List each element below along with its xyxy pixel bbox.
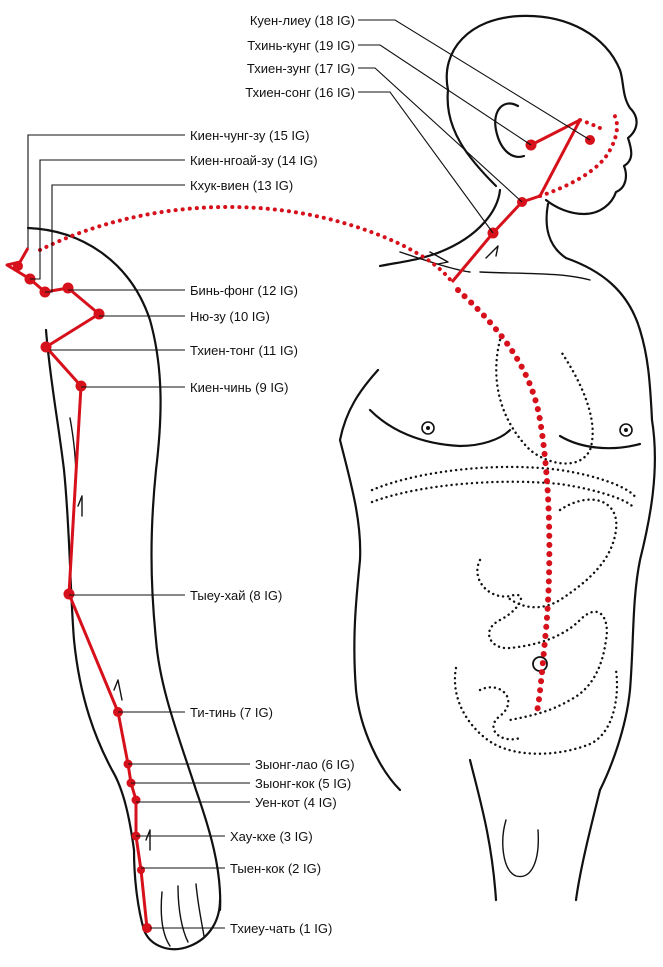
- label-17: Тхиен-зунг (17 IG): [247, 61, 355, 76]
- right-nipple: [619, 423, 633, 437]
- arm-inner: [44, 328, 136, 852]
- stomach-outline: [504, 498, 618, 609]
- label-3: Хау-кхе (3 IG): [230, 829, 313, 844]
- label-1: Тхиеу-чать (1 IG): [230, 921, 332, 936]
- leader-18: [358, 19, 591, 141]
- genitals: [502, 819, 539, 878]
- point-9: [75, 380, 87, 392]
- point-1: [142, 923, 152, 933]
- label-18: Куен-лиеу (18 IG): [250, 13, 355, 28]
- label-9: Киен-чинь (9 IG): [190, 380, 288, 395]
- diaphragm-line: [370, 465, 638, 500]
- leader-13: [45, 184, 185, 293]
- point-10: [93, 308, 105, 320]
- point-12: [62, 282, 74, 294]
- leader-16: [358, 91, 494, 234]
- meridian-cheek-branch: [578, 118, 606, 132]
- large-intestine: [453, 666, 619, 755]
- label-16: Тхиен-сонг (16 IG): [245, 85, 355, 100]
- meridian-neck-path: [450, 118, 582, 283]
- leader-15: [27, 134, 185, 248]
- clavicle-left: [399, 251, 471, 273]
- torso-right: [598, 418, 657, 792]
- ear-outline: [494, 102, 526, 158]
- arm-outline: [26, 226, 222, 951]
- point-labels: Куен-лиеу (18 IG) Тхинь-кунг (19 IG) Тхи…: [190, 13, 355, 936]
- meridian-shoulder-arc: [38, 204, 454, 284]
- intestine-loop: [478, 686, 522, 741]
- point-8: [63, 588, 75, 600]
- label-4: Уен-кот (4 IG): [255, 795, 337, 810]
- leader-17: [358, 67, 523, 203]
- label-13: Кхук-виен (13 IG): [190, 178, 293, 193]
- meridian-face-branch: [538, 110, 619, 198]
- body-outline: [338, 14, 657, 902]
- label-6: Зыонг-лао (6 IG): [255, 757, 355, 772]
- direction-arrows: [77, 245, 499, 851]
- pectoral-right: [558, 434, 642, 450]
- head-outline: [445, 14, 638, 216]
- neck-left: [438, 188, 502, 254]
- leader-lines: [27, 19, 591, 929]
- small-intestine: [476, 558, 609, 722]
- label-5: Зыонг-кок (5 IG): [255, 776, 351, 791]
- pectoral-left: [368, 408, 512, 448]
- point-11: [40, 341, 52, 353]
- arrow-forearm-icon: [113, 679, 123, 701]
- pelvis-right: [574, 788, 602, 902]
- point-2: [137, 866, 145, 874]
- label-8: Тыеу-хай (8 IG): [190, 588, 282, 603]
- arrow-neck-icon: [429, 251, 449, 265]
- label-2: Тыен-кок (2 IG): [230, 861, 321, 876]
- label-10: Ню-зу (10 IG): [190, 309, 270, 324]
- left-nipple: [421, 421, 435, 435]
- hand-outline: [132, 848, 222, 951]
- right-shoulder: [564, 256, 654, 422]
- left-shoulder: [378, 250, 442, 268]
- arm-outer: [26, 226, 222, 912]
- nape-outline: [446, 88, 498, 188]
- clavicle-right: [479, 271, 591, 281]
- neck-right: [545, 202, 568, 260]
- label-11: Тхиен-тонг (11 IG): [190, 343, 298, 358]
- pelvis-left: [468, 758, 498, 902]
- point-4: [131, 795, 141, 805]
- arrow-hand-icon: [145, 829, 151, 851]
- internal-organs: [370, 338, 638, 755]
- label-12: Бинь-фонг (12 IG): [190, 283, 298, 298]
- point-15: [13, 261, 23, 271]
- label-19: Тхинь-кунг (19 IG): [247, 38, 355, 53]
- label-15: Киен-чунг-зу (15 IG): [190, 128, 309, 143]
- torso-left: [338, 368, 402, 792]
- leader-14: [30, 159, 185, 280]
- fingers: [160, 883, 205, 947]
- leader-19: [358, 44, 532, 146]
- diaphragm-line-2: [370, 480, 634, 508]
- label-14: Киен-нгоай-зу (14 IG): [190, 153, 318, 168]
- arrow-upperarm-icon: [77, 495, 83, 517]
- meridian-internal-branch: [455, 287, 553, 719]
- heart-outline: [495, 338, 594, 465]
- arrow-neck2-icon: [485, 245, 499, 259]
- label-7: Ти-тинь (7 IG): [190, 705, 273, 720]
